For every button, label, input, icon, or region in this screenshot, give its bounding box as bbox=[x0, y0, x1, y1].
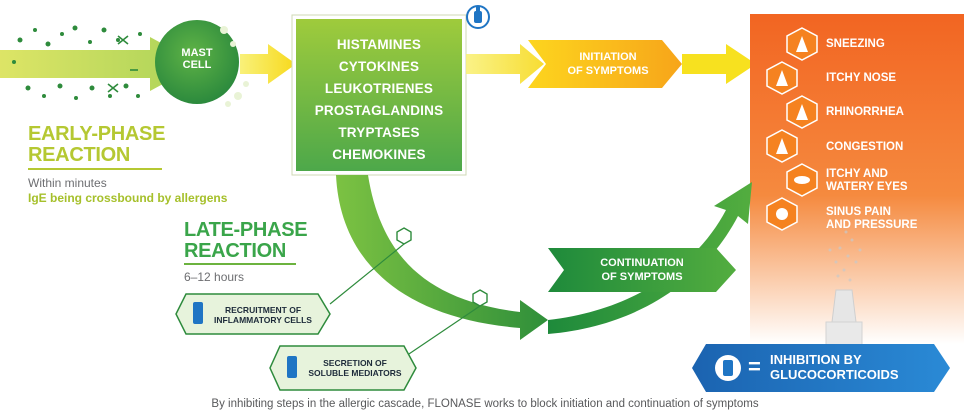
mast-cell-label: MAST CELL bbox=[175, 47, 219, 71]
symptom-label: ITCHY AND WATERY EYES bbox=[826, 168, 908, 194]
symptom-label: SNEEZING bbox=[826, 38, 885, 50]
symptom-label-line2: WATERY EYES bbox=[826, 181, 908, 193]
symptom-label-line2: AND PRESSURE bbox=[826, 219, 918, 231]
legend-label: INHIBITION BY GLUCOCORTICOIDS bbox=[770, 352, 899, 382]
glucocorticoid-marker-icon bbox=[466, 5, 490, 29]
legend-line2: GLUCOCORTICOIDS bbox=[770, 367, 899, 382]
mediators-to-initiation-arrow bbox=[466, 44, 544, 84]
cell-to-mediators-arrow bbox=[240, 44, 296, 84]
early-phase-note: IgE being crossbound by allergens bbox=[28, 191, 228, 205]
mediator-item: LEUKOTRIENES bbox=[324, 81, 434, 96]
symptom-icon-glyphs bbox=[776, 36, 810, 220]
connector-lines bbox=[329, 243, 481, 361]
late-phase-curve-arrow bbox=[336, 175, 548, 340]
early-phase-time: Within minutes bbox=[28, 176, 107, 190]
symptom-label: RHINORRHEA bbox=[826, 106, 904, 118]
initiation-label: INITIATION OF SYMPTOMS bbox=[548, 50, 668, 78]
antibody-marks bbox=[107, 35, 138, 93]
initiation-chevron bbox=[528, 40, 682, 88]
recruitment-label: RECRUITMENT OF INFLAMMATORY CELLS bbox=[206, 305, 320, 325]
early-phase-arrow bbox=[0, 37, 200, 91]
legend-box bbox=[692, 344, 950, 392]
symptom-label: SINUS PAIN AND PRESSURE bbox=[826, 206, 917, 232]
continuation-curve-arrow bbox=[548, 182, 752, 334]
mediator-item: CHEMOKINES bbox=[332, 147, 426, 162]
mediator-item: TRYPTASES bbox=[338, 125, 420, 140]
mediator-list: HISTAMINES CYTOKINES LEUKOTRIENES PROSTA… bbox=[298, 34, 460, 166]
secretion-tag bbox=[269, 345, 417, 391]
early-phase-title: EARLY-PHASE REACTION bbox=[28, 124, 165, 166]
continuation-line2: OF SYMPTOMS bbox=[601, 271, 683, 283]
symptom-label-line1: ITCHY AND bbox=[826, 168, 888, 180]
secretion-line1: SECRETION OF bbox=[323, 358, 387, 368]
symptom-label: CONGESTION bbox=[826, 141, 904, 153]
early-phase-title-line1: EARLY-PHASE bbox=[28, 123, 166, 145]
allergen-particles bbox=[12, 25, 142, 100]
mediator-item: PROSTAGLANDINS bbox=[314, 103, 444, 118]
late-phase-title-line1: LATE-PHASE bbox=[184, 219, 308, 241]
late-phase-title: LATE-PHASE REACTION bbox=[184, 219, 308, 262]
initiation-line2: OF SYMPTOMS bbox=[567, 65, 649, 77]
mediator-item: HISTAMINES bbox=[336, 37, 422, 52]
caption: By inhibiting steps in the allergic casc… bbox=[211, 398, 759, 410]
continuation-chevron bbox=[548, 248, 736, 292]
mediators-box bbox=[291, 14, 467, 176]
recruitment-line1: RECRUITMENT OF bbox=[224, 305, 302, 315]
late-phase-underline bbox=[184, 263, 296, 265]
legend-equals: = bbox=[748, 354, 761, 379]
secretion-label: SECRETION OF SOLUBLE MEDIATORS bbox=[300, 358, 410, 378]
mast-cell-label-line1: MAST bbox=[181, 47, 213, 59]
symptom-label: ITCHY NOSE bbox=[826, 72, 897, 84]
legend-line1: INHIBITION BY bbox=[770, 352, 862, 367]
recruitment-line2: INFLAMMATORY CELLS bbox=[214, 315, 312, 325]
initiation-line1: INITIATION bbox=[579, 51, 637, 63]
initiation-to-symptoms-arrow bbox=[682, 44, 756, 84]
late-phase-time: 6–12 hours bbox=[184, 270, 245, 284]
mediator-item: CYTOKINES bbox=[338, 59, 420, 74]
continuation-line1: CONTINUATION bbox=[600, 257, 684, 269]
mast-cell-label-line2: CELL bbox=[182, 59, 212, 71]
continuation-label: CONTINUATION OF SYMPTOMS bbox=[572, 256, 712, 284]
inhibition-markers bbox=[396, 227, 488, 307]
early-phase-title-line2: REACTION bbox=[28, 144, 131, 166]
symptom-label-line1: SINUS PAIN bbox=[826, 206, 891, 218]
secretion-line2: SOLUBLE MEDIATORS bbox=[308, 368, 402, 378]
late-phase-title-line2: REACTION bbox=[184, 240, 287, 262]
recruitment-tag bbox=[175, 293, 331, 335]
early-phase-underline bbox=[28, 168, 162, 170]
